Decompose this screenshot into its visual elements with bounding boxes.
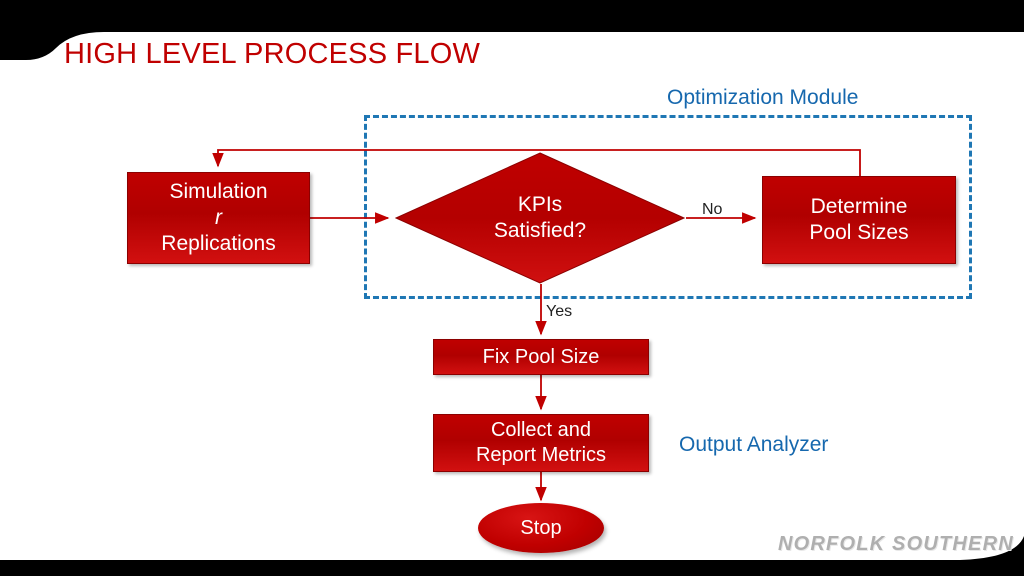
node-determine-line-2: Pool Sizes	[809, 221, 909, 244]
node-collect-line-1: Collect and	[490, 419, 592, 441]
page-title: HIGH LEVEL PROCESS FLOW	[64, 38, 481, 70]
node-fix-pool-size-label: Fix Pool Size	[482, 345, 600, 368]
node-fix-pool-size[interactable]: Fix Pool Size	[433, 339, 649, 375]
node-stop-label: Stop	[520, 516, 562, 539]
node-kpis-satisfied[interactable]: KPIs Satisfied?	[395, 152, 685, 284]
node-simulation-line-3: Replications	[161, 232, 276, 256]
node-collect-line-2: Report Metrics	[475, 444, 607, 466]
optimization-module-label: Optimization Module	[667, 86, 859, 109]
node-determine-line-1: Determine	[810, 194, 908, 218]
output-analyzer-label: Output Analyzer	[679, 433, 829, 456]
node-determine-pool-sizes[interactable]: Determine Pool Sizes	[762, 176, 956, 264]
optimization-module-region	[364, 115, 972, 299]
node-collect-report-metrics[interactable]: Collect and Report Metrics	[433, 414, 649, 472]
node-stop[interactable]: Stop	[478, 503, 604, 553]
node-kpis-line-1: KPIs	[517, 192, 563, 216]
node-kpis-line-2: Satisfied?	[493, 219, 587, 242]
node-simulation-line-1: Simulation	[169, 179, 268, 203]
node-kpis-satisfied-label: KPIs Satisfied?	[395, 152, 685, 284]
diamond-shape	[395, 152, 685, 284]
edge-label-no: No	[702, 201, 723, 218]
edge-label-yes: Yes	[546, 303, 573, 320]
norfolk-southern-logo: NORFOLK SOUTHERN	[778, 533, 1014, 555]
node-simulation-line-2: r	[215, 205, 222, 229]
node-simulation[interactable]: Simulation r Replications	[127, 172, 310, 264]
